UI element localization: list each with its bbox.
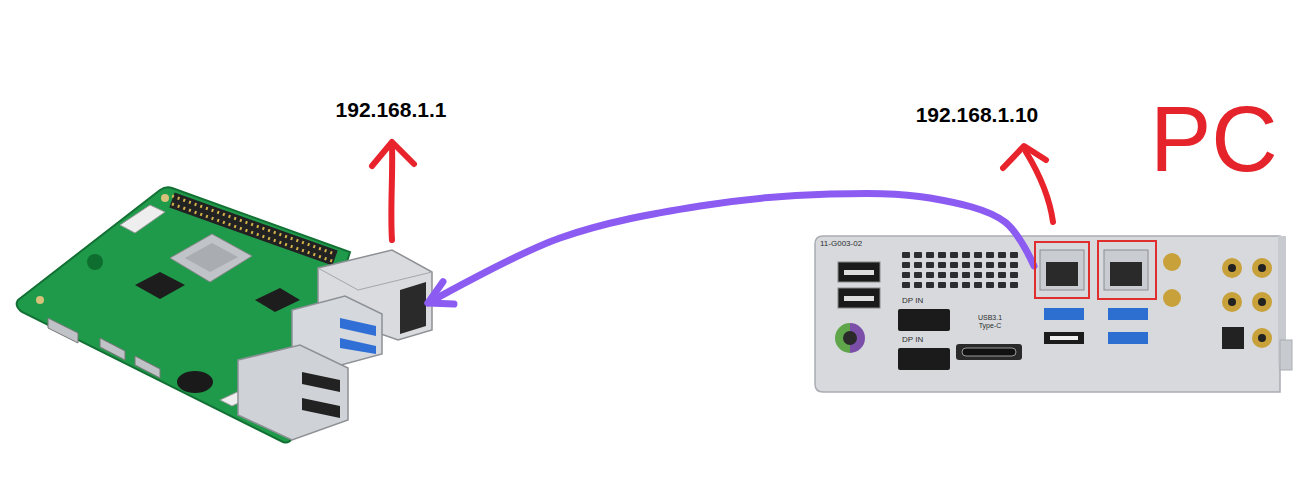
io-panel-part xyxy=(1050,336,1078,340)
raspberry-pi-board-part xyxy=(48,318,78,343)
io-panel-part xyxy=(1252,258,1272,278)
io-panel-part xyxy=(1044,332,1084,344)
arrow-head xyxy=(428,282,454,304)
io-panel-part xyxy=(838,288,880,308)
raspberry-pi-board-part xyxy=(100,338,125,360)
port-name: USB3.1 Type-C xyxy=(970,314,1010,329)
raspberry-pi-board-part xyxy=(120,205,165,233)
io-panel-part xyxy=(1044,308,1084,320)
usb2-ports xyxy=(238,345,348,440)
io-panel xyxy=(815,236,1292,392)
part-number: 11-G003-02 xyxy=(820,240,862,249)
io-panel-part xyxy=(815,236,1280,392)
io-panel-part xyxy=(962,348,1016,356)
io-panel-part xyxy=(1258,298,1266,306)
io-panel-part xyxy=(1104,250,1148,290)
io-panel-part xyxy=(1258,264,1266,272)
io-panel-part xyxy=(1163,253,1181,271)
device-name: PC xyxy=(1150,93,1278,185)
pointer-arrow xyxy=(372,142,1053,240)
io-panel-part xyxy=(1108,308,1148,320)
io-panel-part xyxy=(1110,262,1142,286)
ethernet-port: 192.168.1.10 xyxy=(1034,241,1090,299)
raspberry-pi-board-part xyxy=(135,272,185,299)
raspberry-pi-board-part xyxy=(135,356,160,378)
network-cable xyxy=(428,193,1034,304)
ip-address: 192.168.1.1 xyxy=(336,98,447,122)
raspberry-pi-board-part xyxy=(255,288,300,312)
io-panel-part xyxy=(956,344,1022,360)
io-panel-part xyxy=(1252,328,1272,348)
usb2-ports-part xyxy=(302,372,340,392)
io-panel-part xyxy=(1163,289,1181,307)
io-panel-part xyxy=(838,262,880,282)
io-panel-part xyxy=(1108,332,1148,344)
raspberry-pi-board-part xyxy=(87,254,103,270)
io-panel-part xyxy=(1222,258,1242,278)
usb3-ports-part xyxy=(340,338,376,354)
io-panel-part xyxy=(1228,264,1236,272)
port-name: DP IN xyxy=(902,336,923,345)
io-panel-part xyxy=(1040,250,1084,290)
port-name: DP IN xyxy=(902,297,923,306)
pointer-arrow-part xyxy=(1026,152,1053,222)
io-panel-part xyxy=(1252,292,1272,312)
io-panel-part xyxy=(1222,292,1242,312)
io-panel-part xyxy=(898,309,950,331)
raspberry-pi-board-part xyxy=(185,243,238,272)
raspberry-pi-board-part xyxy=(161,194,169,202)
pointer-arrow-part xyxy=(372,142,414,166)
io-panel-part xyxy=(844,296,874,301)
usb3-ports-part xyxy=(340,318,376,336)
raspberry-pi-board-part xyxy=(170,234,252,282)
ethernet-jack-part xyxy=(400,282,426,334)
io-panel-part xyxy=(898,348,950,370)
raspberry-pi-board-part xyxy=(36,296,44,304)
io-panel-part xyxy=(1098,241,1156,299)
usb2-ports-part xyxy=(302,398,340,418)
io-panel-part xyxy=(1228,298,1236,306)
io-panel-part xyxy=(1280,340,1292,370)
io-panel-part xyxy=(898,250,1020,290)
io-panel-part xyxy=(843,331,857,345)
raspberry-pi-board-part xyxy=(177,371,213,393)
io-panel-part xyxy=(1046,262,1078,286)
io-panel-part xyxy=(1258,334,1266,342)
io-panel-part xyxy=(1222,327,1244,349)
cable-line xyxy=(428,193,1034,303)
io-panel-part xyxy=(844,270,874,275)
usb2-ports-part xyxy=(238,345,348,440)
pointer-arrow-part xyxy=(388,146,395,240)
ip-address: 192.168.1.10 xyxy=(916,103,1039,127)
pointer-arrow-part xyxy=(1003,146,1046,168)
ethernet-port: 192.168.1.1 xyxy=(330,255,428,335)
